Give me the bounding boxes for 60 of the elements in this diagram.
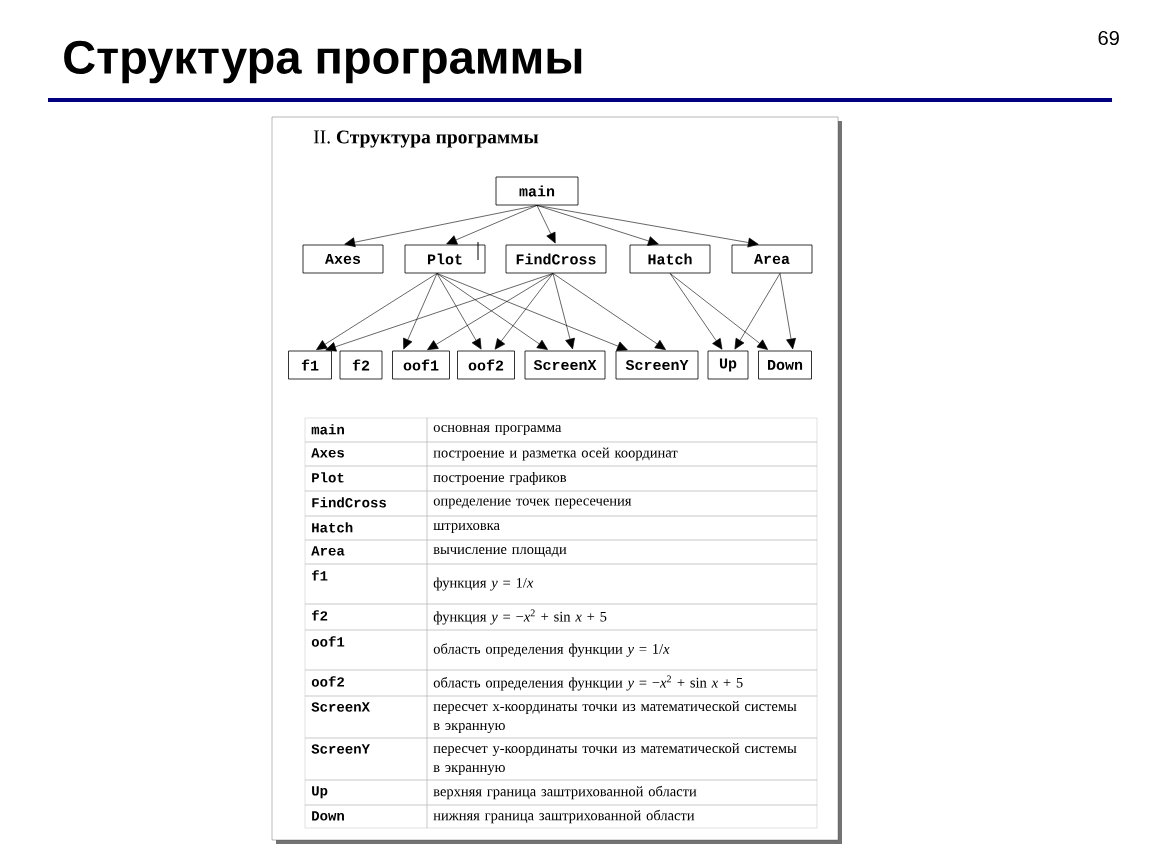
table-cell: f2 [304,603,428,631]
module-box: Axes [302,244,384,274]
table-cell: верхняя граница заштрихованной области [426,779,818,806]
arrow [734,273,781,350]
table-cell: ScreenY [304,737,428,781]
table-cell: Hatch [304,515,428,541]
arrow [552,273,666,350]
module-box: ScreenX [524,350,606,380]
arrow [552,273,575,350]
table-cell: f1 [304,563,428,605]
table-cell: основная программа [426,417,818,443]
table-cell: oof2 [304,669,428,697]
arrow [536,205,556,244]
module-box: Area [731,244,813,274]
module-box: main [495,176,579,206]
module-box: oof2 [457,350,515,380]
module-box: f2 [339,350,383,380]
table-cell: определение точек пересечения [426,490,818,517]
arrow [446,205,538,245]
table-cell: Area [304,539,428,565]
page-number: 69 [1098,30,1119,46]
table-cell: oof1 [304,629,428,671]
arrow [344,205,538,248]
table-cell: вычисление площади [426,539,818,565]
table-cell: Down [304,804,428,829]
arrow [536,205,759,248]
table-cell: область определения функции y = −x$^{2}$ + sin x + 5 [426,669,818,697]
arrow [536,205,659,246]
slide-title: Структура программы [64,40,582,84]
module-box: ScreenY [615,350,699,380]
arrow [325,273,554,352]
module-box: Down [758,350,812,380]
module-box: Plot [404,244,486,274]
table-cell: нижняя граница заштрихованной области [426,804,818,829]
table-cell: штриховка [426,515,818,541]
table-cell: ScreenX [304,695,428,739]
arrow [403,273,438,350]
arrow [436,273,628,351]
arrow [494,273,554,350]
module-box: f1 [288,350,332,380]
table-cell: функция y = 1/x [426,563,818,605]
sheet-heading: II. Структура программы [313,130,539,148]
arrow [669,273,768,350]
table-cell: main [304,417,428,443]
module-box: Hatch [629,244,711,274]
table-cell: Axes [304,441,428,467]
table-cell: Plot [304,465,428,492]
arrow [669,273,723,350]
table-cell: построение и разметка осей координат [426,441,818,467]
table-cell: область определения функции y = 1/x [426,629,818,671]
arrow [316,273,438,350]
arrow [436,273,482,350]
table-cell: Up [304,779,428,806]
table-cell: FindCross [304,490,428,517]
module-box: FindCross [505,244,607,274]
module-box: oof1 [392,350,450,380]
arrow [779,273,796,350]
module-box: Up [707,350,749,380]
table-cell: построение графиков [426,465,818,492]
table-cell: функция y = −x$^{2}$ + sin x + 5 [426,603,818,631]
